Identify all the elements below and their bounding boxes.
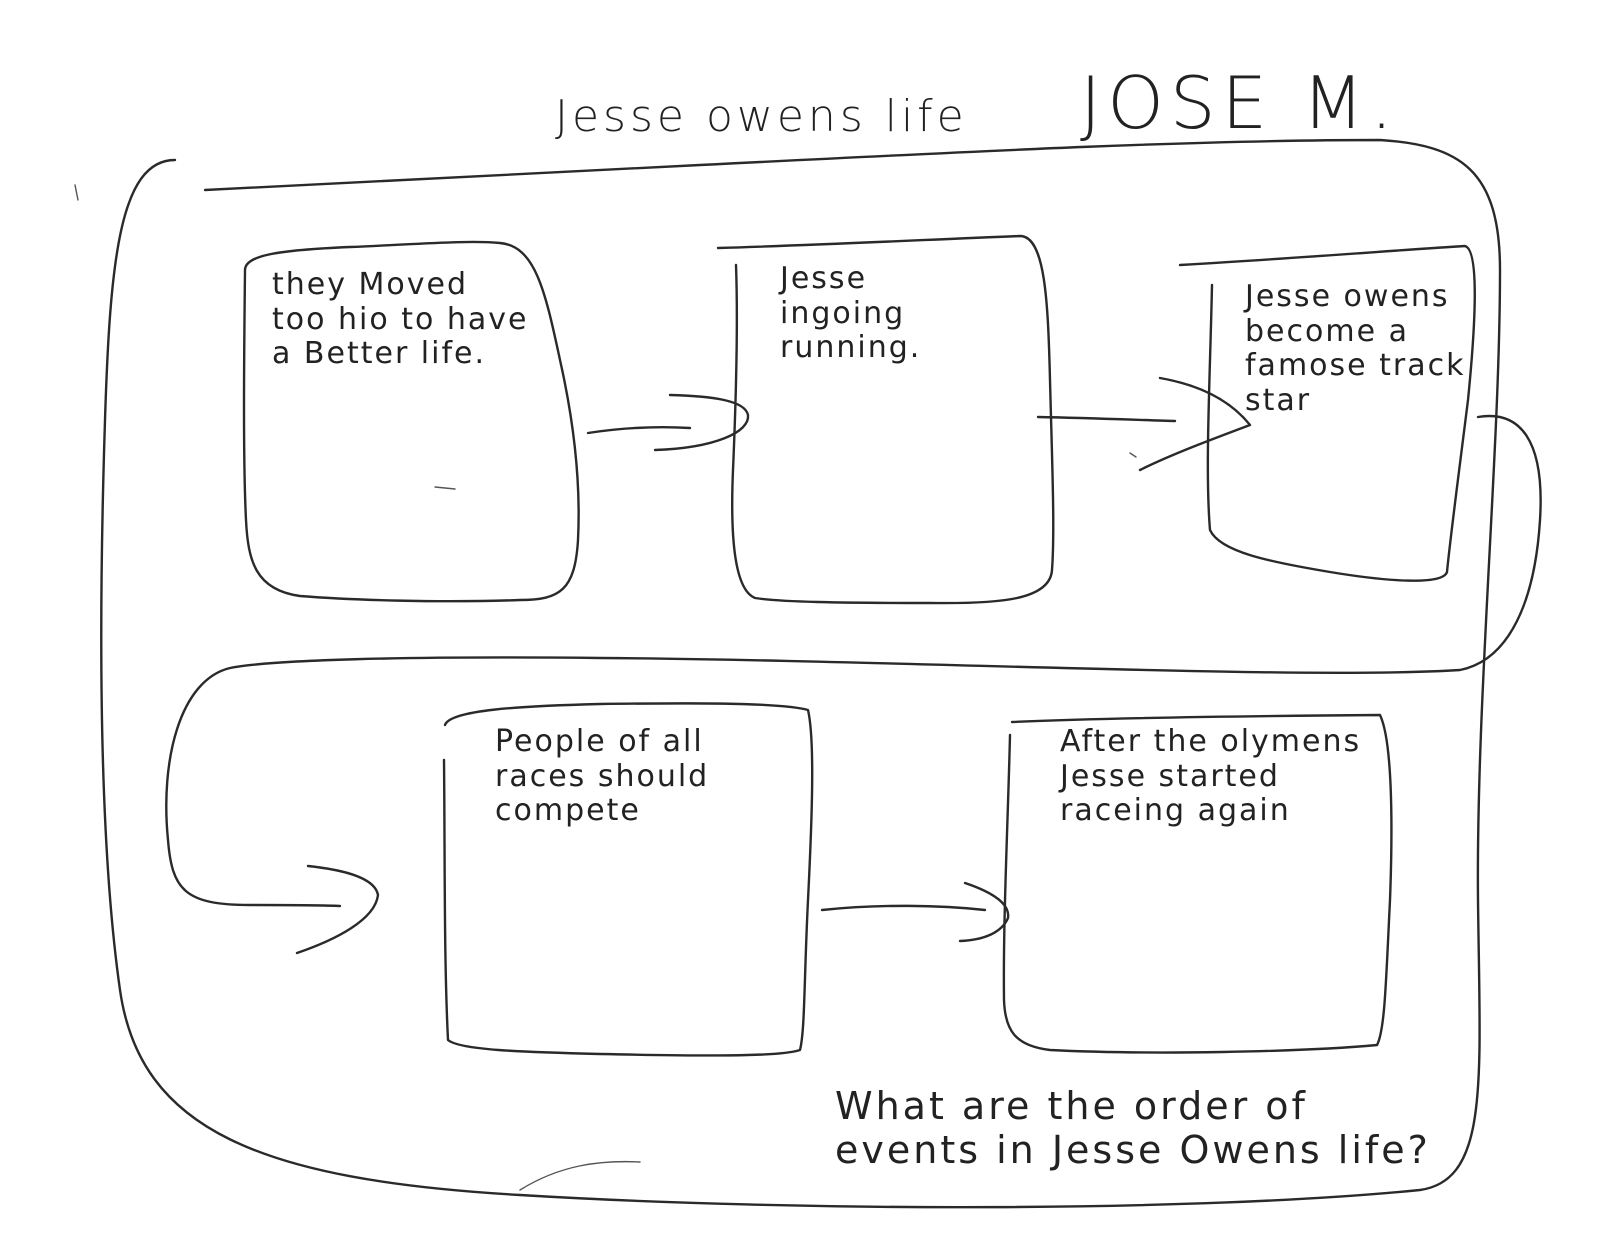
event-box-2-outline (716, 234, 1055, 605)
arrow-1-to-2 (586, 426, 692, 435)
arrow-4-to-5-head (958, 881, 1010, 943)
event-box-1-text: they Moved too hio to have a Better life… (272, 267, 529, 371)
author-name: JOSE M. (1080, 61, 1399, 145)
question-text: What are the order of events in Jesse Ow… (835, 1084, 1431, 1172)
event-box-4-text: People of all races should compete (495, 724, 710, 828)
arrow-3-to-4-connector (165, 414, 1542, 908)
event-box-5-text: After the olymens Jesse started raceing … (1060, 724, 1362, 828)
arrow-1-to-2-head (653, 393, 750, 452)
stray-mark (74, 184, 79, 201)
arrow-4-to-5 (820, 904, 987, 912)
outer-border-inner-stroke (519, 1160, 641, 1191)
event-box-5-outline (1002, 713, 1393, 1054)
event-box-3-text: Jesse owens become a famose track star (1245, 279, 1466, 418)
stray-mark (434, 486, 456, 490)
outer-border-outline (100, 138, 1502, 1209)
stray-mark (1129, 452, 1137, 458)
event-box-4-outline (442, 702, 814, 1057)
page-title: Jesse owens life (555, 91, 968, 142)
event-box-2-text: Jesse ingoing running. (780, 261, 922, 365)
arrow-3-to-4-head (295, 864, 380, 955)
event-box-1-outline (242, 240, 580, 603)
arrow-2-to-3-head (1138, 376, 1252, 472)
arrow-2-to-3 (1036, 415, 1177, 423)
event-box-3-outline (1178, 244, 1476, 582)
